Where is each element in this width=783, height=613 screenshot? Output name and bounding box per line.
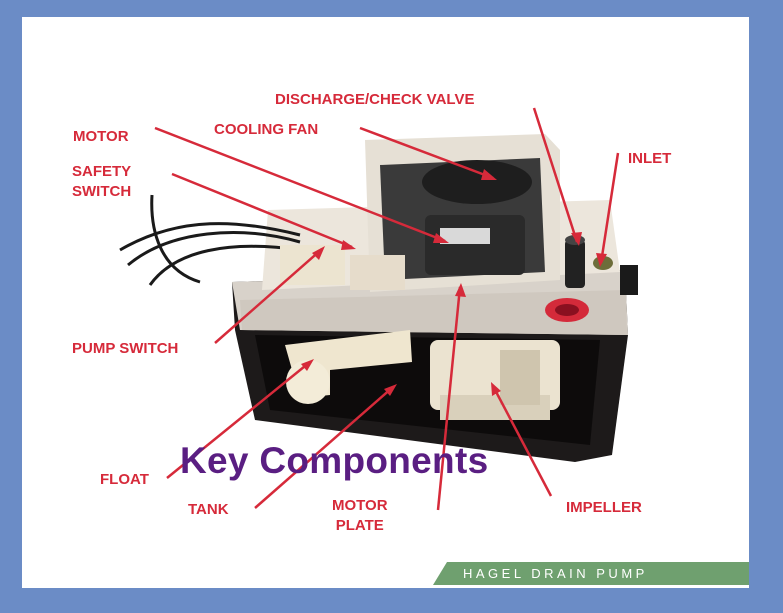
impeller-part (430, 340, 560, 420)
motor-leader (154, 126, 446, 243)
label-pump-switch: PUMP SWITCH (72, 340, 179, 357)
leader-lines (154, 107, 620, 511)
discharge-valve-leader (532, 107, 579, 243)
cooling-fan-leader (359, 126, 494, 180)
label-discharge-check-valve: DISCHARGE/CHECK VALVE (275, 91, 475, 108)
safety-switch-leader (171, 172, 353, 249)
watermark-banner: HAGEL DRAIN PUMP (433, 562, 749, 585)
impeller-leader (491, 385, 553, 497)
watermark-text: HAGEL DRAIN PUMP (463, 566, 648, 581)
tank-leader (254, 386, 394, 509)
diagram-title: Key Components (180, 440, 489, 481)
label-cooling-fan: COOLING FAN (214, 121, 319, 138)
label-inlet: INLET (628, 150, 672, 167)
pump-switch-leader (214, 248, 323, 344)
motor-housing (262, 134, 620, 292)
float-leader (166, 361, 311, 479)
float-switch-bracket (350, 255, 405, 290)
leader-arrowheads (301, 169, 607, 396)
switch-bracket (280, 245, 345, 285)
label-safety-switch: SAFETY SWITCH (72, 163, 132, 200)
motor-plate-leader (436, 286, 462, 511)
check-valve (565, 235, 585, 288)
label-motor: MOTOR (73, 128, 129, 145)
label-motor-plate: MOTOR PLATE (332, 497, 388, 534)
mount-tab (620, 265, 638, 295)
label-tank: TANK (188, 501, 229, 518)
label-impeller: IMPELLER (566, 499, 642, 516)
label-float: FLOAT (100, 471, 149, 488)
inlet-leader (599, 152, 620, 264)
power-wires (119, 194, 301, 286)
